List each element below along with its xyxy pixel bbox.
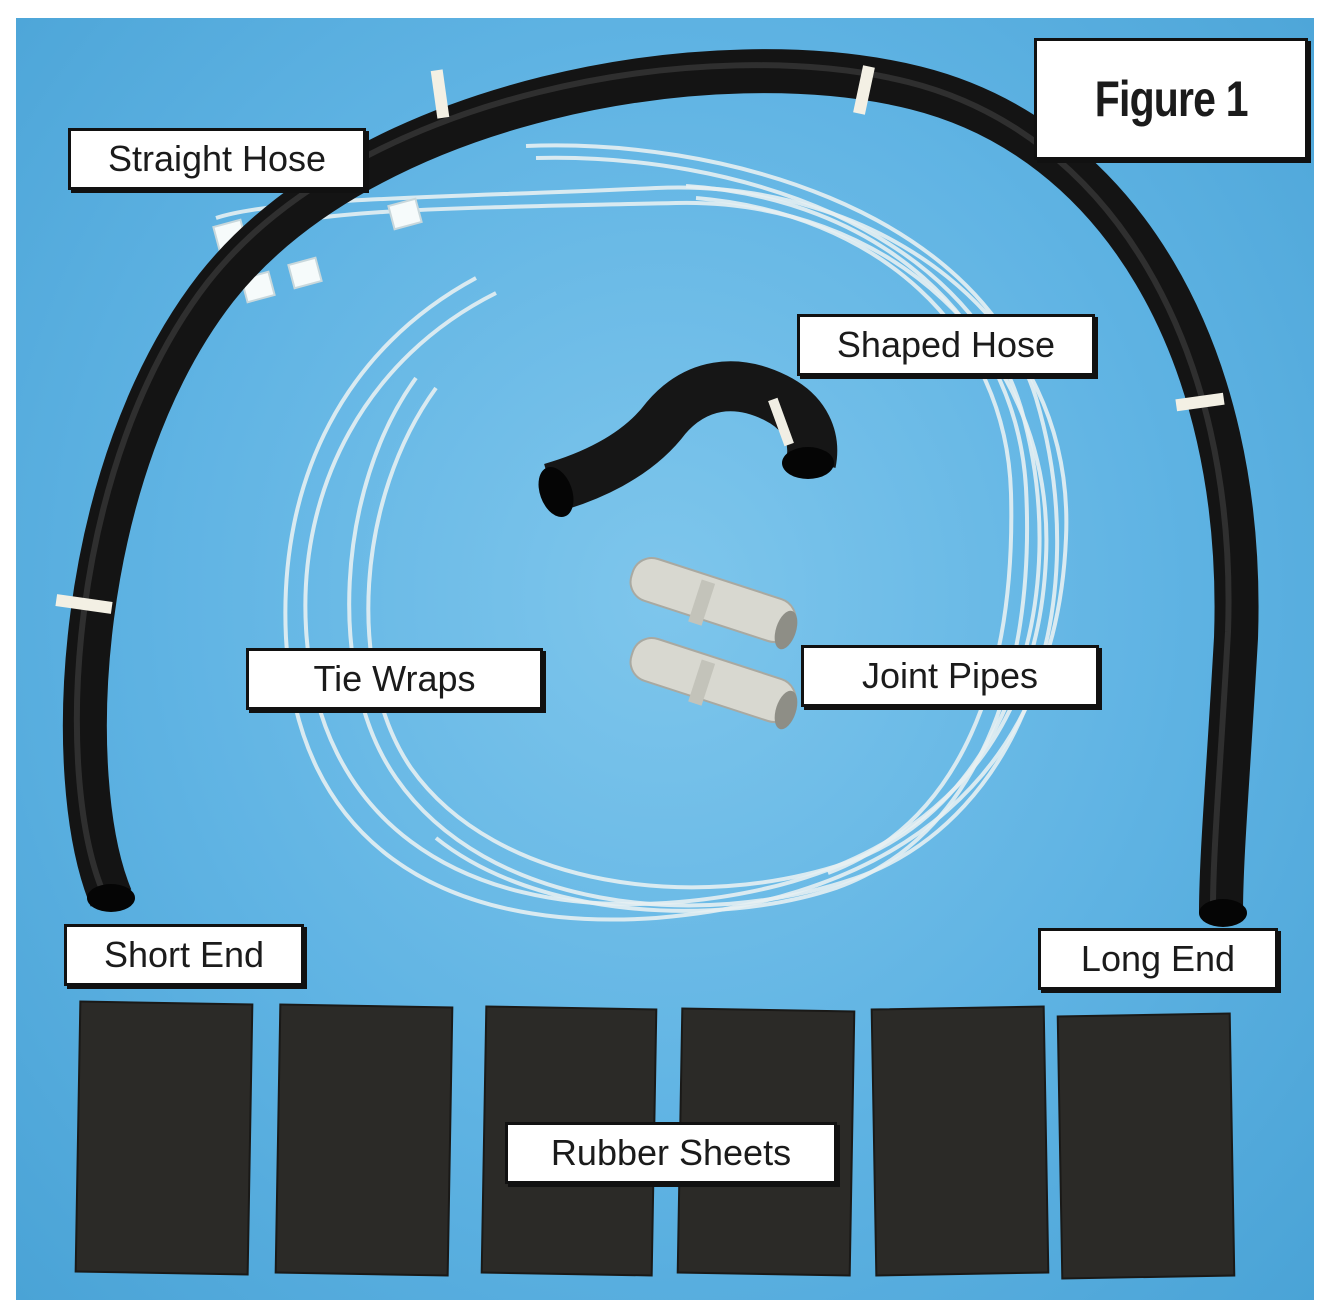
label-straight-hose: Straight Hose: [68, 128, 366, 190]
rubber-sheets: [74, 1000, 1236, 1280]
tie-wraps: [215, 143, 1069, 922]
label-tie-wraps: Tie Wraps: [246, 648, 543, 710]
label-shaped-hose: Shaped Hose: [797, 314, 1095, 376]
figure-title: Figure 1: [1034, 38, 1308, 160]
short-end-opening: [87, 884, 135, 912]
parts-illustration: [55, 49, 1259, 1280]
shaped-hose: [538, 361, 838, 518]
label-joint-pipes: Joint Pipes: [801, 645, 1099, 707]
hose-tape-bands: [55, 65, 1225, 614]
straight-hose: [62, 49, 1259, 914]
label-rubber-sheets: Rubber Sheets: [505, 1122, 837, 1184]
label-short-end: Short End: [64, 924, 304, 986]
parts-photo: [16, 18, 1314, 1300]
long-end-opening: [1199, 899, 1247, 927]
label-long-end: Long End: [1038, 928, 1278, 990]
joint-pipes: [629, 557, 798, 730]
